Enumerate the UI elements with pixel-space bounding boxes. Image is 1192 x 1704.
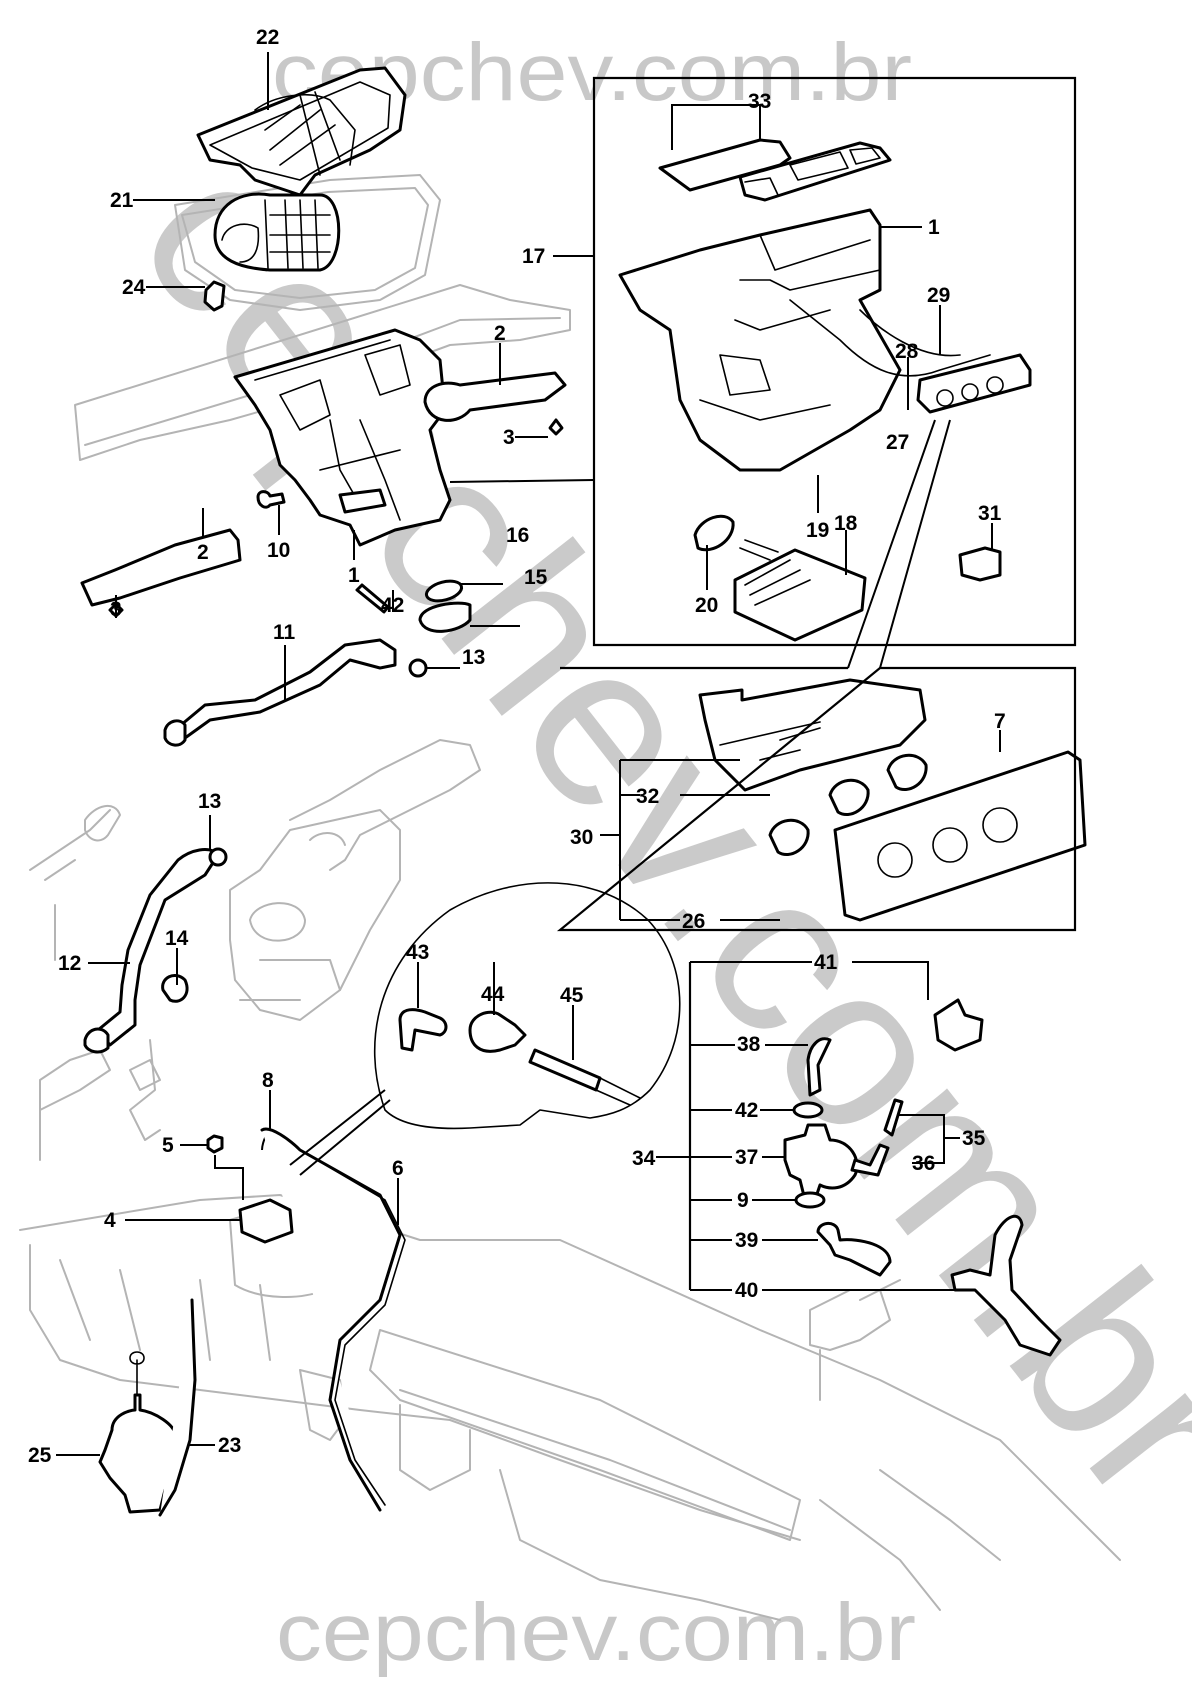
seal-ring bbox=[424, 579, 464, 603]
hose-40 bbox=[950, 1214, 1062, 1357]
callout-35[interactable]: 35 bbox=[962, 1127, 986, 1150]
check-valve bbox=[468, 1010, 527, 1053]
callout-40[interactable]: 40 bbox=[735, 1279, 758, 1302]
callout-43[interactable]: 43 bbox=[406, 941, 429, 964]
air-duct-left bbox=[80, 528, 242, 607]
part-drawings bbox=[80, 66, 1087, 1357]
hose-36 bbox=[850, 1143, 890, 1177]
callout-37[interactable]: 37 bbox=[735, 1146, 758, 1169]
callout-12[interactable]: 12 bbox=[58, 952, 81, 975]
callout-21[interactable]: 21 bbox=[110, 189, 134, 212]
callout-42-upper[interactable]: 42 bbox=[381, 594, 404, 617]
callout-10[interactable]: 10 bbox=[267, 539, 290, 562]
callout-4[interactable]: 4 bbox=[104, 1209, 116, 1232]
vacuum-reservoir bbox=[238, 1198, 294, 1244]
callout-8[interactable]: 8 bbox=[262, 1069, 274, 1092]
callout-45[interactable]: 45 bbox=[560, 984, 584, 1007]
gasket-plate bbox=[693, 514, 735, 552]
hose-35 bbox=[883, 1098, 904, 1137]
callout-31[interactable]: 31 bbox=[978, 502, 1002, 525]
vacuum-actuator bbox=[98, 1393, 182, 1514]
callout-1-lower[interactable]: 1 bbox=[348, 564, 360, 587]
callout-25[interactable]: 25 bbox=[28, 1444, 52, 1467]
callout-labels: 22 21 24 17 33 1 29 28 27 31 19 18 20 2 … bbox=[28, 26, 1006, 1467]
blower-resistor bbox=[203, 280, 226, 312]
callout-13-lower[interactable]: 13 bbox=[198, 790, 221, 813]
callout-16[interactable]: 16 bbox=[506, 524, 529, 547]
callout-2-lower[interactable]: 2 bbox=[197, 541, 209, 564]
clip-top bbox=[548, 418, 564, 436]
blower-switch bbox=[958, 546, 1002, 582]
callout-17[interactable]: 17 bbox=[522, 245, 545, 268]
callout-6[interactable]: 6 bbox=[392, 1157, 404, 1180]
callout-1-upper[interactable]: 1 bbox=[928, 216, 940, 239]
blower-motor bbox=[213, 192, 341, 272]
callout-41[interactable]: 41 bbox=[814, 951, 838, 974]
callout-34[interactable]: 34 bbox=[632, 1147, 656, 1170]
callout-27[interactable]: 27 bbox=[886, 431, 909, 454]
hose-39 bbox=[816, 1222, 892, 1277]
hose-38 bbox=[806, 1037, 832, 1097]
detail-magnifier bbox=[373, 882, 681, 1130]
frame-30 bbox=[556, 666, 1077, 932]
heater-hose-outlet bbox=[96, 848, 220, 1047]
clamp-9 bbox=[794, 1191, 826, 1209]
callout-39[interactable]: 39 bbox=[735, 1229, 758, 1252]
callout-3-upper[interactable]: 3 bbox=[503, 426, 515, 449]
watermark-bottom: cepchev.com.br bbox=[276, 1587, 916, 1678]
frames bbox=[449, 76, 1077, 1290]
heater-housing-right bbox=[618, 138, 1032, 472]
valve-kit-connector bbox=[933, 998, 984, 1052]
callout-13-upper[interactable]: 13 bbox=[462, 646, 485, 669]
callout-5[interactable]: 5 bbox=[162, 1134, 174, 1157]
callout-2-upper[interactable]: 2 bbox=[494, 322, 506, 345]
callout-36[interactable]: 36 bbox=[912, 1152, 935, 1175]
callout-29[interactable]: 29 bbox=[927, 284, 950, 307]
callout-33[interactable]: 33 bbox=[748, 90, 771, 113]
callout-19[interactable]: 19 bbox=[806, 519, 829, 542]
callout-42-lower[interactable]: 42 bbox=[735, 1099, 758, 1122]
screw bbox=[256, 490, 286, 509]
callout-38[interactable]: 38 bbox=[737, 1033, 761, 1056]
heater-housing-left bbox=[233, 328, 452, 547]
hose-clip bbox=[161, 974, 189, 1003]
hose-clamp-outlet bbox=[208, 847, 228, 867]
callout-9[interactable]: 9 bbox=[737, 1189, 749, 1212]
callout-26[interactable]: 26 bbox=[682, 910, 705, 933]
leaders bbox=[56, 52, 1001, 1517]
stud bbox=[355, 583, 390, 614]
callout-44[interactable]: 44 bbox=[481, 983, 505, 1006]
callout-11[interactable]: 11 bbox=[273, 621, 296, 644]
callout-18[interactable]: 18 bbox=[834, 512, 858, 535]
vacuum-hose bbox=[528, 1048, 602, 1092]
callout-20[interactable]: 20 bbox=[695, 594, 718, 617]
callout-7[interactable]: 7 bbox=[994, 710, 1006, 733]
callout-15[interactable]: 15 bbox=[524, 566, 548, 589]
callout-28[interactable]: 28 bbox=[895, 340, 919, 363]
frame-17 bbox=[592, 76, 1077, 647]
vacuum-elbow bbox=[398, 1008, 448, 1052]
drain-valve bbox=[418, 601, 472, 633]
callout-14[interactable]: 14 bbox=[165, 927, 189, 950]
callout-32[interactable]: 32 bbox=[636, 785, 659, 808]
hose-clamp-inlet bbox=[408, 658, 428, 678]
callout-3-lower[interactable]: 3 bbox=[110, 598, 122, 621]
control-unit bbox=[698, 678, 1087, 922]
air-duct-right bbox=[423, 371, 567, 422]
nut bbox=[206, 1134, 224, 1154]
callout-30[interactable]: 30 bbox=[570, 826, 593, 849]
callout-23[interactable]: 23 bbox=[218, 1434, 241, 1457]
clamp-42 bbox=[792, 1101, 824, 1119]
blower-inlet-cover bbox=[196, 66, 407, 197]
callout-24[interactable]: 24 bbox=[122, 276, 146, 299]
callout-22[interactable]: 22 bbox=[256, 26, 279, 49]
